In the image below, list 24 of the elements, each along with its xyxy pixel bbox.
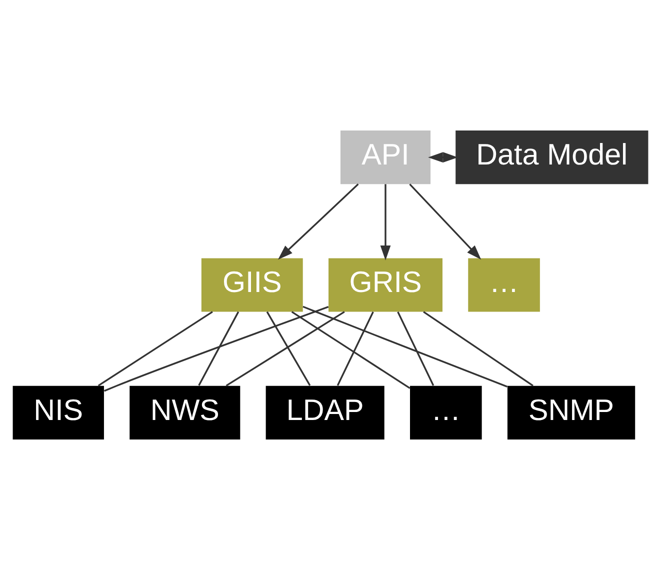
node-box: GIIS <box>201 258 303 312</box>
arrow <box>409 184 482 260</box>
node-box: SNMP <box>507 386 636 440</box>
node-box: … <box>468 258 540 312</box>
node-box: NIS <box>12 386 104 440</box>
node-box: Data Model <box>456 130 648 184</box>
connector <box>104 306 329 392</box>
connector <box>198 311 240 386</box>
node-box: … <box>410 386 482 440</box>
connector <box>266 311 311 386</box>
connector <box>336 311 374 386</box>
connector <box>98 311 213 386</box>
arrow <box>380 184 391 260</box>
node-box: NWS <box>130 386 240 440</box>
connector <box>397 311 434 386</box>
node-box: GRIS <box>328 258 442 312</box>
connector <box>226 311 345 386</box>
arrow <box>278 184 359 260</box>
arrow <box>428 152 458 163</box>
connector <box>302 306 508 388</box>
node-box: LDAP <box>266 386 384 440</box>
node-box: API <box>340 130 431 184</box>
connector <box>423 311 534 386</box>
connector <box>291 311 410 389</box>
